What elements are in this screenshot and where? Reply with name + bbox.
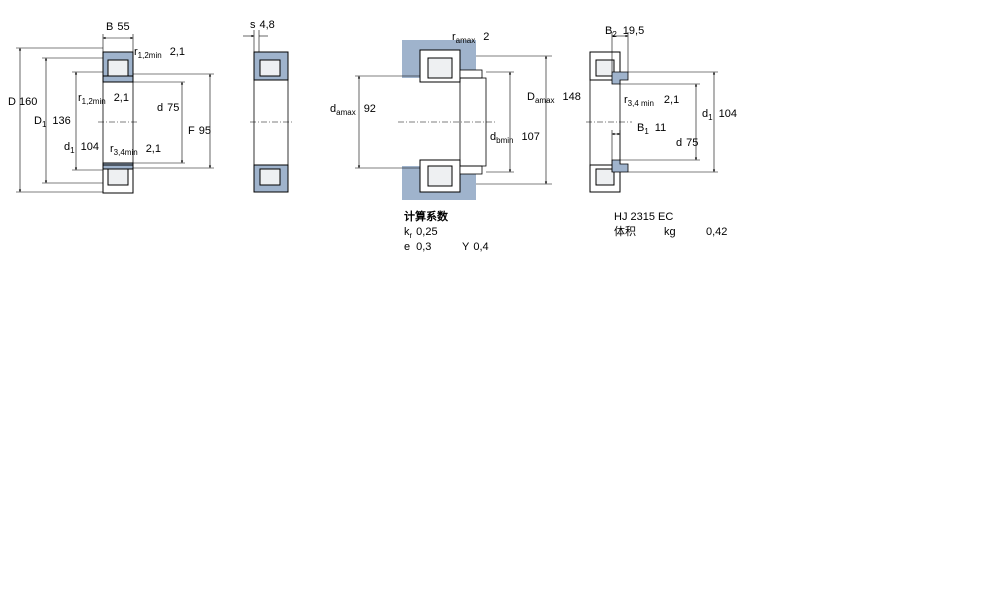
svg-text:d75: d75	[157, 102, 179, 114]
svg-text:d75: d75	[676, 137, 698, 149]
volume-value: 0,42	[706, 226, 727, 238]
angle-ring-info: HJ 2315 EC 体积 kg 0,42	[614, 211, 727, 238]
volume-unit: kg	[664, 226, 676, 238]
outer-ring-bottom	[102, 164, 134, 194]
roller-top	[107, 59, 129, 77]
svg-text:e0,3: e0,3	[404, 241, 431, 253]
calc-title: 计算系数	[404, 209, 449, 223]
ring-designation: HJ 2315 EC	[614, 211, 673, 223]
inner-ring-top	[102, 75, 134, 83]
svg-text:B55: B55	[106, 21, 130, 33]
inner-ring-bottom	[102, 162, 134, 170]
svg-text:F95: F95	[188, 125, 211, 137]
volume-label: 体积	[614, 224, 636, 238]
angle-ring-bottom	[611, 159, 629, 173]
roller-bottom	[107, 168, 129, 186]
angle-ring-top	[611, 71, 629, 85]
svg-text:s4,8: s4,8	[250, 19, 275, 31]
svg-text:Y0,4: Y0,4	[462, 241, 489, 253]
svg-text:kr0,25: kr0,25	[404, 226, 438, 240]
